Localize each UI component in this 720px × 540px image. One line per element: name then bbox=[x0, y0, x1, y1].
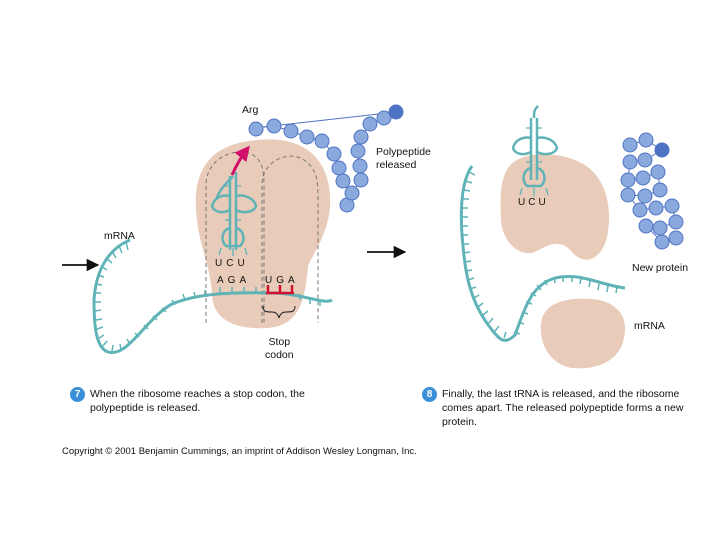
step7-caption-line1: When the ribosome reaches a stop codon, … bbox=[90, 388, 305, 400]
anticodon-step8: UCU bbox=[518, 197, 549, 208]
trna-step8 bbox=[511, 105, 559, 188]
mrna-label-step8: mRNA bbox=[634, 320, 665, 332]
large-subunit-step8 bbox=[500, 154, 610, 260]
step7-caption-line2: polypeptide is released. bbox=[90, 402, 201, 414]
mrna-label-step7: mRNA bbox=[104, 230, 135, 242]
anticodon-step7: UCU bbox=[215, 258, 249, 269]
mrna-bases-step7 bbox=[94, 241, 206, 352]
codon-ticks-step7 bbox=[219, 287, 321, 306]
polypeptide-label-line2: released bbox=[376, 159, 417, 171]
stop-codon-uga: UGA bbox=[265, 275, 299, 286]
small-subunit-step8 bbox=[540, 298, 626, 369]
new-protein-label: New protein bbox=[632, 262, 689, 274]
new-protein-amino-acids bbox=[620, 132, 684, 250]
release-arrow bbox=[230, 145, 250, 176]
step8-caption: Finally, the last tRNA is released, and … bbox=[442, 387, 683, 429]
step7-badge: 7 bbox=[70, 387, 85, 402]
trna-teeth-step7 bbox=[218, 185, 248, 256]
step8-caption-line2: comes apart. The released polypeptide fo… bbox=[442, 402, 684, 414]
step8-caption-line3: protein. bbox=[442, 416, 478, 428]
arg-label: Arg bbox=[242, 104, 259, 116]
stop-label-line1: Stop bbox=[268, 336, 291, 348]
stop-codon-mark bbox=[266, 285, 294, 295]
mrna-bases-step8 bbox=[462, 171, 618, 339]
codon-aga: AGA bbox=[217, 275, 251, 286]
polypeptide-label-line1: Polypeptide bbox=[376, 146, 431, 158]
mrna-strand-step8 bbox=[459, 165, 626, 342]
stop-label-line2: codon bbox=[265, 349, 294, 361]
step7-caption: When the ribosome reaches a stop codon, … bbox=[90, 387, 305, 415]
stop-codon-bracket bbox=[262, 305, 296, 319]
trna-step7 bbox=[210, 172, 258, 250]
amino-acids-step7 bbox=[248, 104, 404, 213]
trna-teeth-step8 bbox=[519, 127, 549, 196]
stop-codon-label: Stop codon bbox=[265, 336, 294, 362]
step8-badge: 8 bbox=[422, 387, 437, 402]
polypeptide-released-label: Polypeptide released bbox=[376, 146, 431, 172]
a-site-outline bbox=[261, 155, 319, 323]
step8-caption-line1: Finally, the last tRNA is released, and … bbox=[442, 388, 680, 400]
copyright-notice: Copyright © 2001 Benjamin Cummings, an i… bbox=[62, 446, 417, 457]
